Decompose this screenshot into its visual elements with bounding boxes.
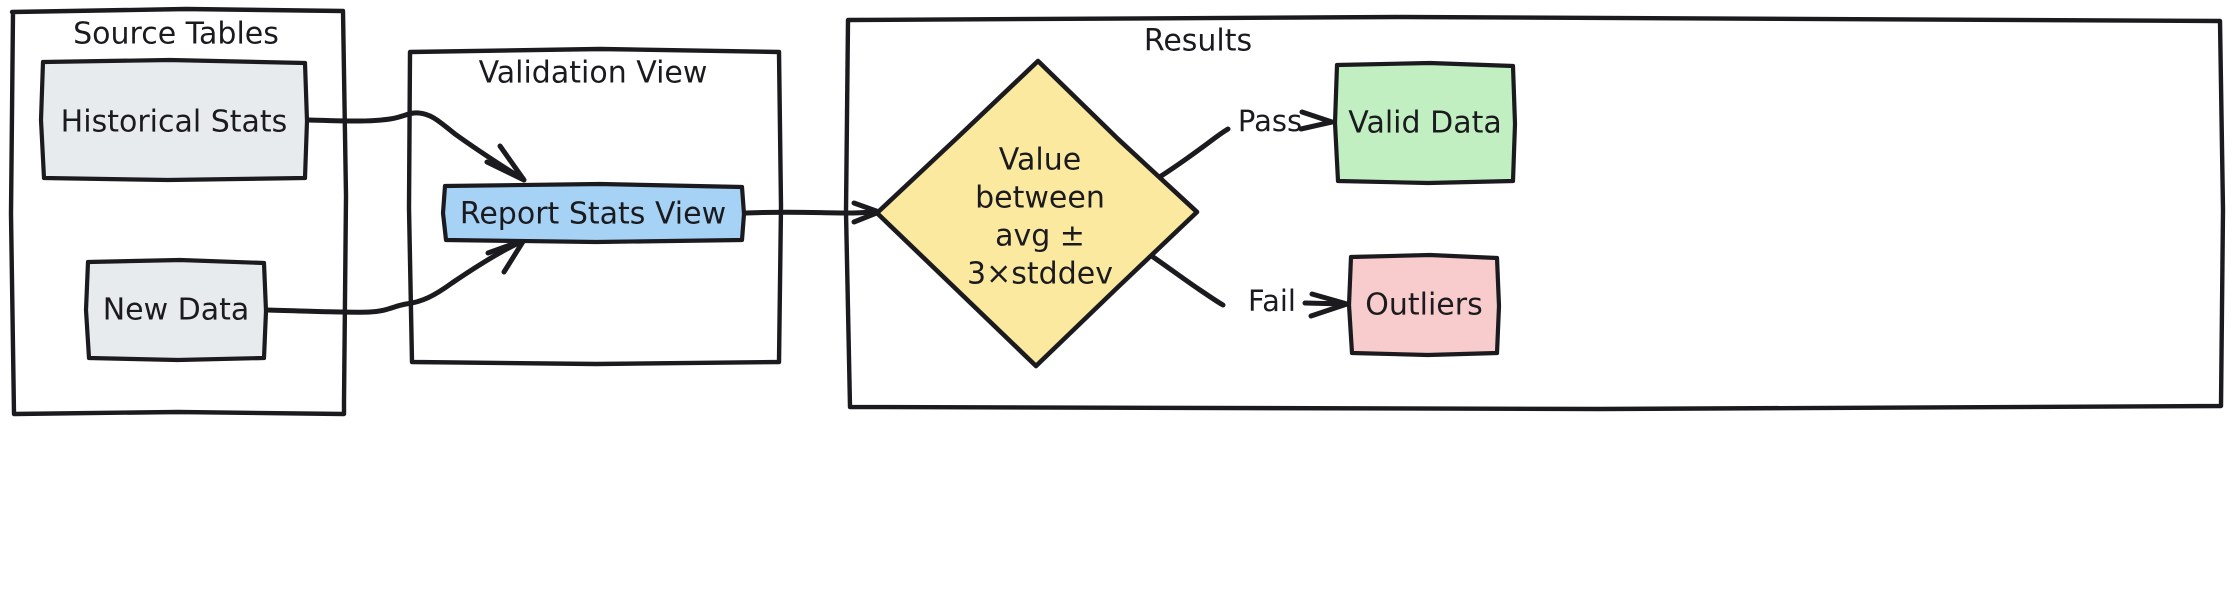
edge-check-to-outliers-label: Fail	[1248, 284, 1296, 318]
edge-newdata-to-report-line	[264, 239, 524, 315]
edge-check-to-outliers-arrowhead	[1302, 291, 1350, 319]
edge-check-to-valid: Pass	[1147, 104, 1335, 186]
group-results: Results	[843, 14, 2226, 412]
edge-check-to-valid-line	[1147, 126, 1231, 186]
group-source-tables-border	[8, 6, 349, 417]
edge-check-to-outliers-line	[1143, 249, 1226, 308]
node-value-check-label-line-1: Value	[999, 143, 1081, 178]
node-new-data-label: New Data	[103, 293, 250, 328]
node-valid-data[interactable]: Valid Data	[1332, 60, 1518, 186]
node-historical-stats-label: Historical Stats	[61, 105, 288, 140]
node-report-stats-view-shape	[440, 181, 747, 245]
edge-report-to-check-line	[743, 209, 880, 216]
edge-check-to-valid-arrowhead	[1298, 109, 1335, 132]
edge-check-to-outliers: Fail	[1143, 249, 1350, 319]
edge-historical-to-report-line	[306, 110, 524, 181]
node-valid-data-label: Valid Data	[1348, 106, 1501, 141]
group-validation-view-border	[406, 46, 784, 367]
node-historical-stats-shape	[38, 57, 310, 183]
edge-report-to-check	[743, 200, 882, 225]
node-valid-data-shape	[1332, 60, 1518, 186]
group-validation-view: Validation View	[406, 46, 784, 367]
node-report-stats-view-label: Report Stats View	[460, 197, 726, 232]
node-value-check-label-line-2: between	[975, 181, 1105, 216]
node-new-data[interactable]: New Data	[83, 257, 269, 363]
node-new-data-shape	[83, 257, 269, 363]
edge-historical-to-report	[306, 110, 527, 183]
edge-check-to-valid-label: Pass	[1238, 104, 1302, 138]
node-report-stats-view[interactable]: Report Stats View	[440, 181, 747, 245]
edge-newdata-to-report	[264, 237, 527, 315]
edge-historical-to-report-arrowhead	[484, 143, 527, 183]
group-results-title: Results	[1144, 24, 1252, 59]
group-source-tables-title: Source Tables	[73, 17, 279, 52]
node-value-check[interactable]: Value between avg ± 3×stddev	[874, 58, 1200, 369]
group-results-border	[843, 14, 2226, 412]
group-source-tables: Source Tables	[8, 6, 349, 417]
node-outliers[interactable]: Outliers	[1346, 252, 1502, 358]
node-value-check-label-line-3: avg ±	[995, 219, 1085, 254]
group-validation-view-title: Validation View	[479, 56, 708, 91]
node-outliers-label: Outliers	[1365, 288, 1482, 323]
node-historical-stats[interactable]: Historical Stats	[38, 57, 310, 183]
node-value-check-label-line-4: 3×stddev	[967, 257, 1113, 292]
node-outliers-shape	[1346, 252, 1502, 358]
node-value-check-shape	[874, 58, 1200, 369]
